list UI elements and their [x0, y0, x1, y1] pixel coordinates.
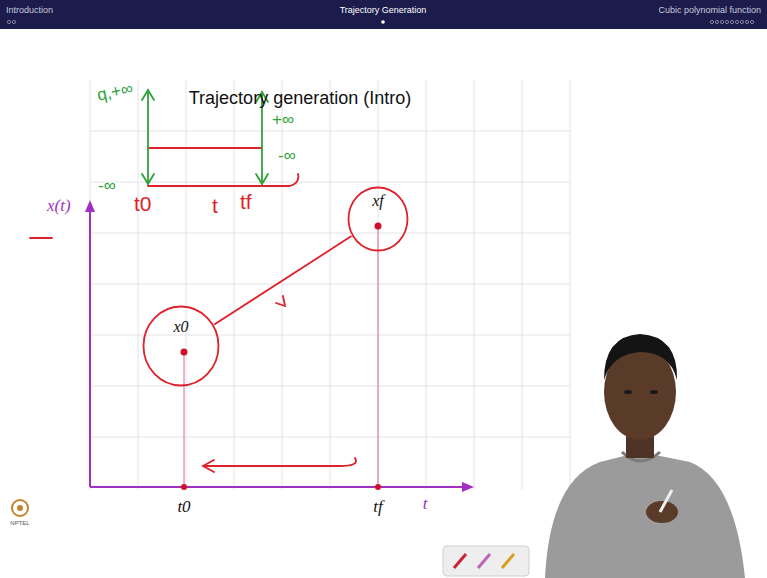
axis-label: x(t) — [47, 196, 71, 216]
hand-note: t — [212, 194, 218, 218]
nav-dot-active — [381, 20, 385, 24]
circled-point: xf — [347, 186, 409, 252]
hand-note: -∞ — [98, 176, 116, 196]
grid — [90, 80, 570, 490]
header-section: Cubic polynomial function — [658, 5, 761, 15]
nav-dots — [7, 20, 753, 23]
presenter — [545, 334, 745, 578]
hand-note: t0 — [134, 192, 152, 216]
hand-annotations — [30, 148, 356, 472]
trajectory-point — [375, 223, 382, 230]
hand-note: q,+∞ — [95, 78, 135, 105]
hand-note: +∞ — [272, 110, 294, 130]
axes — [90, 210, 466, 487]
circled-point: x0 — [142, 305, 220, 387]
axis-arrowhead — [85, 200, 95, 212]
slide-title: Trajectory generation (Intro) — [189, 88, 411, 109]
axis-arrowhead — [462, 482, 474, 492]
pen-toolbar — [443, 546, 529, 576]
trajectory-line — [214, 236, 351, 324]
logo-text: NPTEL — [10, 520, 29, 527]
tick-label: t0 — [177, 497, 190, 517]
axis-point — [181, 484, 187, 490]
header-bar — [0, 0, 767, 29]
nptel-logo — [12, 500, 28, 516]
hand-note: tf — [240, 190, 252, 214]
axis-label: t — [423, 494, 428, 514]
point-label: xf — [347, 192, 409, 210]
trajectory-point — [181, 349, 188, 356]
axis-point — [375, 484, 381, 490]
drop-lines — [184, 226, 378, 487]
hand-note: -∞ — [278, 146, 296, 166]
point-label: x0 — [142, 318, 220, 336]
header-section: Introduction — [6, 5, 53, 15]
tick-label: tf — [373, 497, 382, 517]
header-section: Trajectory Generation — [340, 5, 427, 15]
hand-circle — [142, 305, 220, 387]
